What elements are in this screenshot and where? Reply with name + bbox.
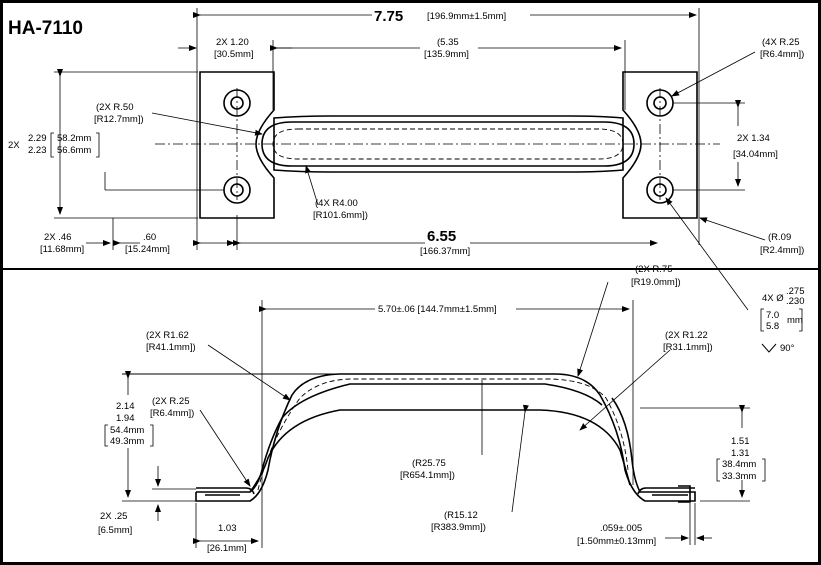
side-view: 5.70±.06 [144.7mm±1.5mm] (2X R.75 [R19.0… [98,264,766,554]
top-arc-radius-label: (R25.75 [412,458,446,469]
grip-end-radius-mm: [R12.7mm]) [94,114,144,125]
inner-height-min: 1.31 [731,448,750,459]
mounting-hole [223,89,251,117]
left-mounting-plate [199,71,275,219]
top-view: 7.75 [196.9mm±1.5mm] (5.35 [135.9mm] 2X … [8,8,805,354]
countersink-icon [761,343,777,353]
top-radius-label: (2X R.75 [635,264,673,275]
foot-thickness-value: 2X .25 [100,511,127,522]
hole-diameter-min: .230 [786,296,805,307]
foot-radius-mm: [R6.4mm]) [150,408,194,419]
height-max-mm: 54.4mm [110,425,144,436]
hole-spacing-inline-mm: [30.5mm] [214,49,254,60]
grip-end-radius-label: (2X R.50 [96,102,134,113]
right-foot [637,487,695,496]
mounting-length-mm: [166.37mm] [420,246,470,257]
hole-spacing-cross-mm: [34.04mm] [733,149,778,160]
grip-slot [261,121,635,167]
hole-diameter-max-mm: 7.0 [766,310,779,321]
part-number-title: HA-7110 [8,18,83,39]
overall-length-mm: [196.9mm±1.5mm] [427,11,506,22]
grip-length-value: 5.70±.06 [144.7mm±1.5mm] [378,304,497,315]
width-prefix: 2X [8,140,20,151]
material-thickness-mm: [1.50mm±0.13mm] [577,536,656,547]
handle-outer-profile [195,373,696,502]
top-radius-mm: [R19.0mm]) [631,277,681,288]
outer-bend-radius-mm: [R41.1mm]) [146,342,196,353]
handle-inner-profile [196,383,603,493]
inner-bend-radius-mm: [R31.1mm]) [663,342,713,353]
hole-diameter-prefix: 4X Ø [762,293,784,304]
edge-offset-mm: [11.68mm] [40,244,84,255]
countersink-angle: 90° [780,343,795,354]
foot-thickness-mm: [6.5mm] [98,525,132,536]
hole-diameter-min-mm: 5.8 [766,321,779,332]
hole-spacing-cross-value: 2X 1.34 [737,133,770,144]
small-radius-label: (R.09 [768,232,791,243]
foot-offset-mm: [15.24mm] [125,244,170,255]
outer-bend-radius-label: (2X R1.62 [146,330,189,341]
top-arc-radius-mm: [R654.1mm]) [400,470,455,481]
corner-radius-label: (4X R.25 [762,37,800,48]
edge-offset-value: 2X .46 [44,232,71,243]
inner-length-value: (5.35 [437,37,459,48]
hole-diameter-max: .275 [786,286,805,297]
foot-length-mm: [26.1mm] [207,543,247,554]
inner-height-max-mm: 38.4mm [722,459,756,470]
countersink-detail [678,485,691,503]
overall-length-value: 7.75 [374,8,403,25]
bottom-arc-radius-label: (R15.12 [444,510,478,521]
height-min: 1.94 [116,413,135,424]
width-min: 2.23 [28,145,47,156]
inner-height-max: 1.51 [731,436,750,447]
material-thickness-value: .059±.005 [600,523,642,534]
bottom-arc-radius-mm: [R383.9mm]) [431,522,486,533]
width-max: 2.29 [28,133,47,144]
inner-bend-radius-label: (2X R1.22 [665,330,708,341]
corner-radius-mm: [R6.4mm]) [760,49,804,60]
handle-hidden-line [257,378,629,491]
right-mounting-plate [622,71,698,219]
side-radius-mm: [R101.6mm]) [313,210,368,221]
foot-radius-label: (2X R.25 [152,396,190,407]
inner-height-min-mm: 33.3mm [722,471,756,482]
hole-diameter-unit: mm [787,315,803,326]
height-min-mm: 49.3mm [110,436,144,447]
width-min-mm: 56.6mm [57,145,91,156]
mounting-length-value: 6.55 [427,228,456,245]
foot-length-value: 1.03 [218,523,237,534]
width-max-mm: 58.2mm [57,133,91,144]
height-max: 2.14 [116,401,135,412]
foot-offset-value: .60 [143,232,156,243]
side-radius-label: (4X R4.00 [315,198,358,209]
hole-spacing-inline-value: 2X 1.20 [216,37,249,48]
grip-inner-hidden-line [272,128,624,160]
small-radius-mm: [R2.4mm]) [760,245,804,256]
left-foot [196,487,255,496]
inner-length-mm: [135.9mm] [424,49,469,60]
